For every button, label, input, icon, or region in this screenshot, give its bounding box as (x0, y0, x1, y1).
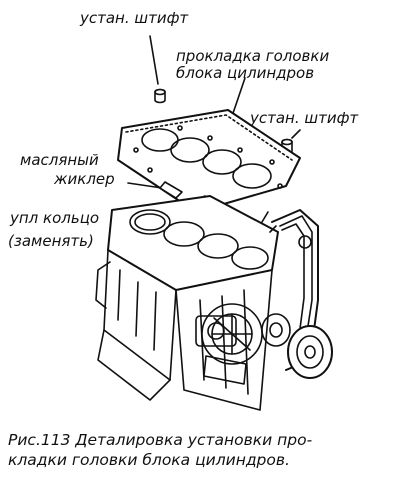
leader-dowel-top (149, 35, 159, 85)
engine-block-diagram (95, 35, 333, 411)
leader-dowel-right (291, 129, 301, 139)
label-seal-line1: упл кольцо (10, 209, 100, 227)
label-seal-line2: (заменять) (8, 232, 94, 250)
timing-belt-assembly (261, 209, 333, 379)
label-dowel-top: устан. штифт (80, 9, 189, 27)
label-gasket-line2: блока цилиндров (176, 64, 315, 82)
label-oil-jet-line1: масляный (20, 151, 99, 169)
engine-block (95, 195, 279, 411)
label-dowel-right: устан. штифт (250, 109, 359, 127)
caption-line2: кладки головки блока цилиндров. (8, 451, 290, 469)
caption-line1: Рис.113 Деталировка установки про- (8, 431, 313, 449)
figure-caption: Рис.113 Деталировка установки про- кладк… (8, 430, 394, 470)
leader-oil-jet (127, 182, 163, 189)
label-oil-jet-line2: жиклер (54, 170, 115, 188)
label-gasket-line1: прокладка головки (176, 47, 330, 65)
dowel-pin-top-left (154, 88, 166, 104)
alternator (201, 303, 263, 365)
